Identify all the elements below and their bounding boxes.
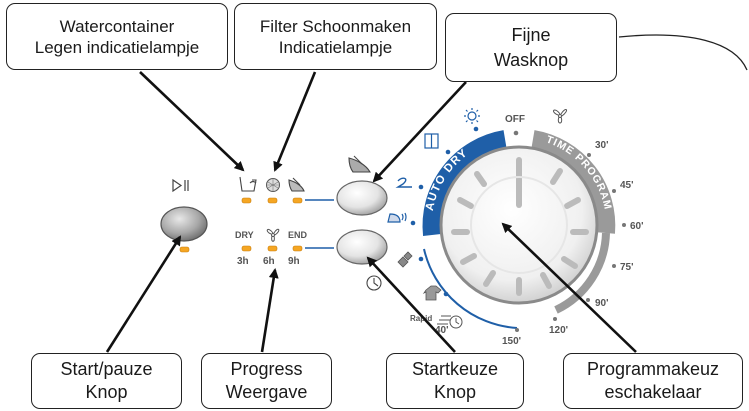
fan-icon	[553, 109, 568, 124]
callout-startpauze-line1: Start/pauze	[60, 359, 153, 379]
callout-progress: Progress Weergave	[201, 353, 332, 409]
progress-led-mid	[267, 245, 278, 252]
callout-watercontainer: Watercontainer Legen indicatielampje	[6, 3, 228, 70]
rapid-label: Rapid	[410, 314, 432, 323]
callout-watercontainer-line2: Legen indicatielampje	[34, 37, 200, 57]
program-selector-knob[interactable]	[439, 145, 599, 305]
delicate-wash-button[interactable]	[336, 180, 388, 216]
callout-filter: Filter Schoonmaken Indicatielampje	[234, 3, 437, 70]
callout-startpauze-line2: Knop	[85, 382, 128, 402]
callout-watercontainer-line1: Watercontainer	[59, 16, 175, 36]
mixed-fabrics-icon	[397, 251, 413, 268]
callout-startkeuze-line1: Startkeuze	[411, 359, 499, 379]
pointer-filter	[273, 71, 317, 172]
delay-hour-6: 6h	[263, 256, 275, 267]
hanger-icon	[395, 177, 412, 188]
callout-fijne: Fijne Wasknop	[445, 13, 617, 82]
callout-programma: Programmakeuz eschakelaar	[563, 353, 743, 409]
callout-startkeuze: Startkeuze Knop	[386, 353, 524, 409]
off-label: OFF	[505, 114, 525, 125]
callout-filter-line2: Indicatielampje	[278, 37, 393, 57]
sun-icon	[464, 108, 480, 124]
pointer-startkeuze	[366, 256, 456, 353]
callout-programma-line2: eschakelaar	[604, 382, 702, 402]
time-label-90: 90'	[595, 298, 609, 309]
shirt-icon	[422, 285, 442, 301]
progress-led-dry	[241, 245, 252, 252]
callout-programma-line1: Programmakeuz	[586, 359, 720, 379]
pointer-programma	[501, 222, 637, 353]
wardrobe-icon	[424, 133, 439, 149]
callout-fijne-line2: Wasknop	[493, 49, 569, 70]
progress-end-label: END	[288, 230, 308, 240]
progress-dry-label: DRY	[235, 230, 254, 240]
time-program-band-lower	[554, 232, 610, 314]
time-label-45: 45'	[620, 180, 634, 191]
time-label-75: 75'	[620, 262, 634, 273]
delicate-icon	[348, 155, 371, 173]
callout-startpauze: Start/pauze Knop	[31, 353, 182, 409]
filter-icon	[266, 178, 280, 192]
delay-start-button[interactable]	[336, 229, 388, 265]
water-container-icon	[239, 176, 257, 192]
start-pause-button[interactable]	[160, 206, 208, 253]
callout-progress-line1: Progress	[230, 359, 303, 379]
rapid-time: 40'	[435, 325, 449, 336]
rapid-icon	[437, 315, 463, 329]
delay-hour-9: 9h	[288, 256, 300, 267]
time-label-150: 150'	[502, 336, 521, 347]
delicate-led	[292, 197, 303, 204]
auto-dry-inner-arc	[423, 248, 518, 329]
callout-startkeuze-line2: Knop	[433, 382, 477, 402]
callout-progress-line2: Weergave	[225, 382, 308, 402]
progress-led-end	[292, 245, 303, 252]
pointer-startpauze	[105, 235, 182, 353]
decorative-curve	[618, 34, 748, 71]
callout-filter-line1: Filter Schoonmaken	[259, 16, 412, 36]
play-pause-icon	[172, 178, 189, 193]
pointer-watercontainer	[139, 71, 245, 172]
iron-icon	[387, 212, 407, 223]
time-label-120: 120'	[549, 325, 568, 336]
pointer-fijne	[372, 81, 467, 183]
fan-icon	[266, 228, 280, 242]
time-label-30: 30'	[595, 140, 609, 151]
pointer-progress	[260, 268, 279, 353]
filter-led	[267, 197, 278, 204]
delicate-icon	[288, 177, 305, 192]
water-container-led	[241, 197, 252, 204]
auto-dry-band	[422, 130, 507, 236]
time-label-60: 60'	[630, 221, 644, 232]
callout-fijne-line1: Fijne	[511, 24, 551, 45]
delay-hour-3: 3h	[237, 256, 249, 267]
clock-icon	[366, 275, 382, 291]
time-program-band	[531, 130, 616, 234]
